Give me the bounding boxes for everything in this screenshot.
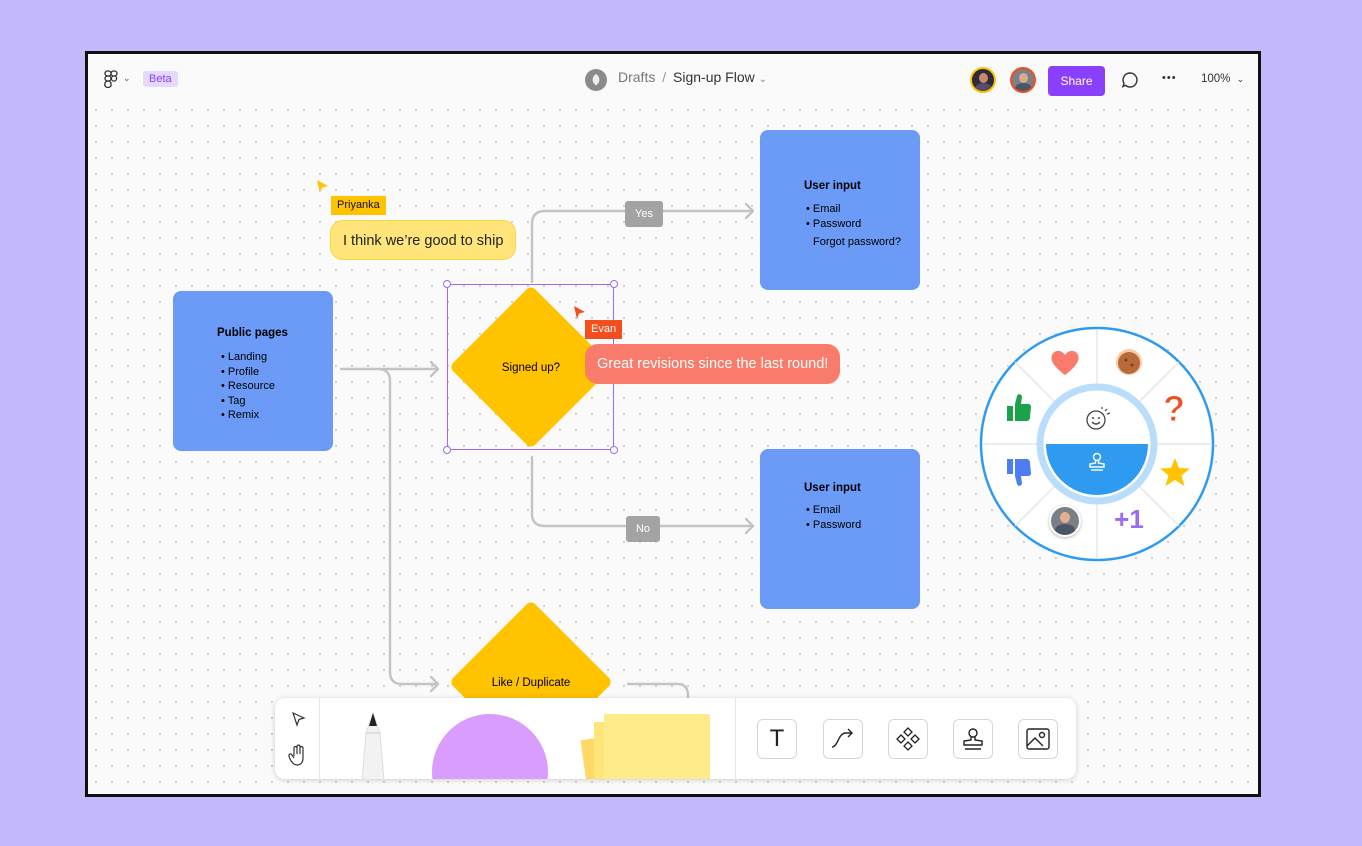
emoji-picker-icon[interactable] xyxy=(1085,407,1111,436)
connector-public-to-like xyxy=(376,367,440,686)
cursor-name-tag: Evan xyxy=(585,320,623,339)
connector-yes xyxy=(530,209,755,284)
list-item: Password xyxy=(806,518,861,533)
logo-menu-chevron-icon[interactable]: ⌄ xyxy=(123,73,131,83)
beta-label: Beta xyxy=(149,73,172,85)
stamp-icon xyxy=(963,728,983,750)
collaborator-name: Evan xyxy=(591,323,617,335)
resize-handle[interactable] xyxy=(610,446,618,454)
figma-logo-icon[interactable] xyxy=(104,70,118,93)
resize-handle[interactable] xyxy=(443,280,451,288)
cursor-icon xyxy=(573,305,587,326)
connector-icon xyxy=(831,728,853,748)
beta-badge: Beta xyxy=(143,71,178,87)
node-public-pages[interactable]: Public pages Landing Profile Resource Ta… xyxy=(173,291,333,451)
reaction-wheel: ? +1 xyxy=(978,325,1216,563)
node-label: Signed up? xyxy=(501,362,561,374)
component-tool[interactable] xyxy=(888,719,928,759)
image-icon xyxy=(1026,728,1050,750)
collaborator-avatar[interactable] xyxy=(1010,67,1036,93)
list-item: Remix xyxy=(221,408,275,423)
bottom-toolbar: T xyxy=(275,698,1076,779)
plus-one-label: +1 xyxy=(1114,503,1144,534)
collaborator-name: Priyanka xyxy=(337,199,380,211)
list-item: Resource xyxy=(221,379,275,394)
comment-bubble[interactable]: I think we’re good to ship xyxy=(330,220,517,260)
question-icon[interactable]: ? xyxy=(1154,388,1194,428)
comment-icon[interactable] xyxy=(1121,71,1139,94)
breadcrumb: Drafts / Sign-up Flow ⌄ xyxy=(618,69,767,85)
list-item: Profile xyxy=(221,365,275,380)
toolbar-divider xyxy=(735,698,736,779)
more-options-icon[interactable]: ••• xyxy=(1162,72,1177,84)
node-list: Email Password xyxy=(806,503,861,532)
cookie-icon[interactable] xyxy=(1109,342,1149,382)
list-item: Password xyxy=(806,217,861,232)
select-tool-icon[interactable] xyxy=(291,711,307,732)
reaction-wheel-ring xyxy=(979,326,1215,562)
node-title: User input xyxy=(804,180,861,192)
leaf-icon xyxy=(592,74,600,86)
text-tool-label: T xyxy=(769,725,785,752)
svg-text:?: ? xyxy=(1163,390,1185,426)
node-label: Like / Duplicate xyxy=(491,677,571,689)
app-window: ⌄ Beta Drafts / Sign-up Flow ⌄ Share xyxy=(85,51,1261,797)
zoom-chevron-icon: ⌄ xyxy=(1236,74,1245,84)
resize-handle[interactable] xyxy=(443,446,451,454)
top-bar: ⌄ Beta Drafts / Sign-up Flow ⌄ Share xyxy=(88,54,1258,102)
share-button[interactable]: Share xyxy=(1048,66,1105,96)
heart-icon[interactable] xyxy=(1045,342,1085,382)
list-item: Tag xyxy=(221,394,275,409)
node-list: Landing Profile Resource Tag Remix xyxy=(221,350,275,423)
stamp-picker-icon[interactable] xyxy=(1088,452,1106,477)
breadcrumb-separator: / xyxy=(662,69,667,85)
cursor-icon xyxy=(316,179,330,200)
comment-text: I think we’re good to ship xyxy=(343,233,504,249)
plus-one-icon[interactable]: +1 xyxy=(1109,499,1149,539)
image-tool[interactable] xyxy=(1018,719,1058,759)
more-label: ••• xyxy=(1162,72,1177,84)
connector-no xyxy=(530,455,755,528)
cursor-name-tag: Priyanka xyxy=(331,196,386,215)
resize-handle[interactable] xyxy=(610,280,618,288)
zoom-value: 100% xyxy=(1201,73,1231,85)
node-user-input-no[interactable]: User input Email Password xyxy=(760,449,920,609)
text-tool[interactable]: T xyxy=(757,719,797,759)
list-item: Landing xyxy=(221,350,275,365)
node-list: Email Password xyxy=(806,202,861,231)
avatar[interactable] xyxy=(1045,501,1085,541)
team-avatar[interactable] xyxy=(585,69,607,91)
breadcrumb-drafts[interactable]: Drafts xyxy=(618,69,656,85)
share-label: Share xyxy=(1060,74,1093,88)
thumbs-down-icon[interactable] xyxy=(998,452,1038,492)
node-title: User input xyxy=(804,482,861,494)
thumbs-up-icon[interactable] xyxy=(998,388,1038,428)
star-icon[interactable] xyxy=(1155,452,1195,492)
stamp-tool[interactable] xyxy=(953,719,993,759)
toolbar-divider xyxy=(319,698,320,779)
sticky-tool-icon[interactable] xyxy=(578,712,714,779)
comment-bubble[interactable]: Great revisions since the last round! xyxy=(585,344,841,384)
node-title: Public pages xyxy=(217,327,288,339)
node-link-text: Forgot password? xyxy=(813,236,902,248)
pen-tool-icon[interactable] xyxy=(350,711,396,779)
hand-tool-icon[interactable] xyxy=(288,744,308,771)
connectors xyxy=(339,202,755,754)
canvas[interactable]: Public pages Landing Profile Resource Ta… xyxy=(88,102,1258,794)
node-user-input-yes[interactable]: User input Email Password Forgot passwor… xyxy=(760,130,920,290)
file-menu-chevron-icon[interactable]: ⌄ xyxy=(758,74,767,85)
list-item: Email xyxy=(806,503,861,518)
comment-text: Great revisions since the last round! xyxy=(597,356,829,372)
edge-label-yes: Yes xyxy=(625,201,663,227)
zoom-control[interactable]: 100% ⌄ xyxy=(1201,73,1244,85)
collaborator-avatar[interactable] xyxy=(970,67,996,93)
edge-label-no: No xyxy=(626,516,660,542)
connector-tool[interactable] xyxy=(823,719,863,759)
shape-tool-icon[interactable] xyxy=(432,714,548,779)
component-icon xyxy=(896,727,920,751)
list-item: Email xyxy=(806,202,861,217)
file-title[interactable]: Sign-up Flow xyxy=(673,69,755,85)
